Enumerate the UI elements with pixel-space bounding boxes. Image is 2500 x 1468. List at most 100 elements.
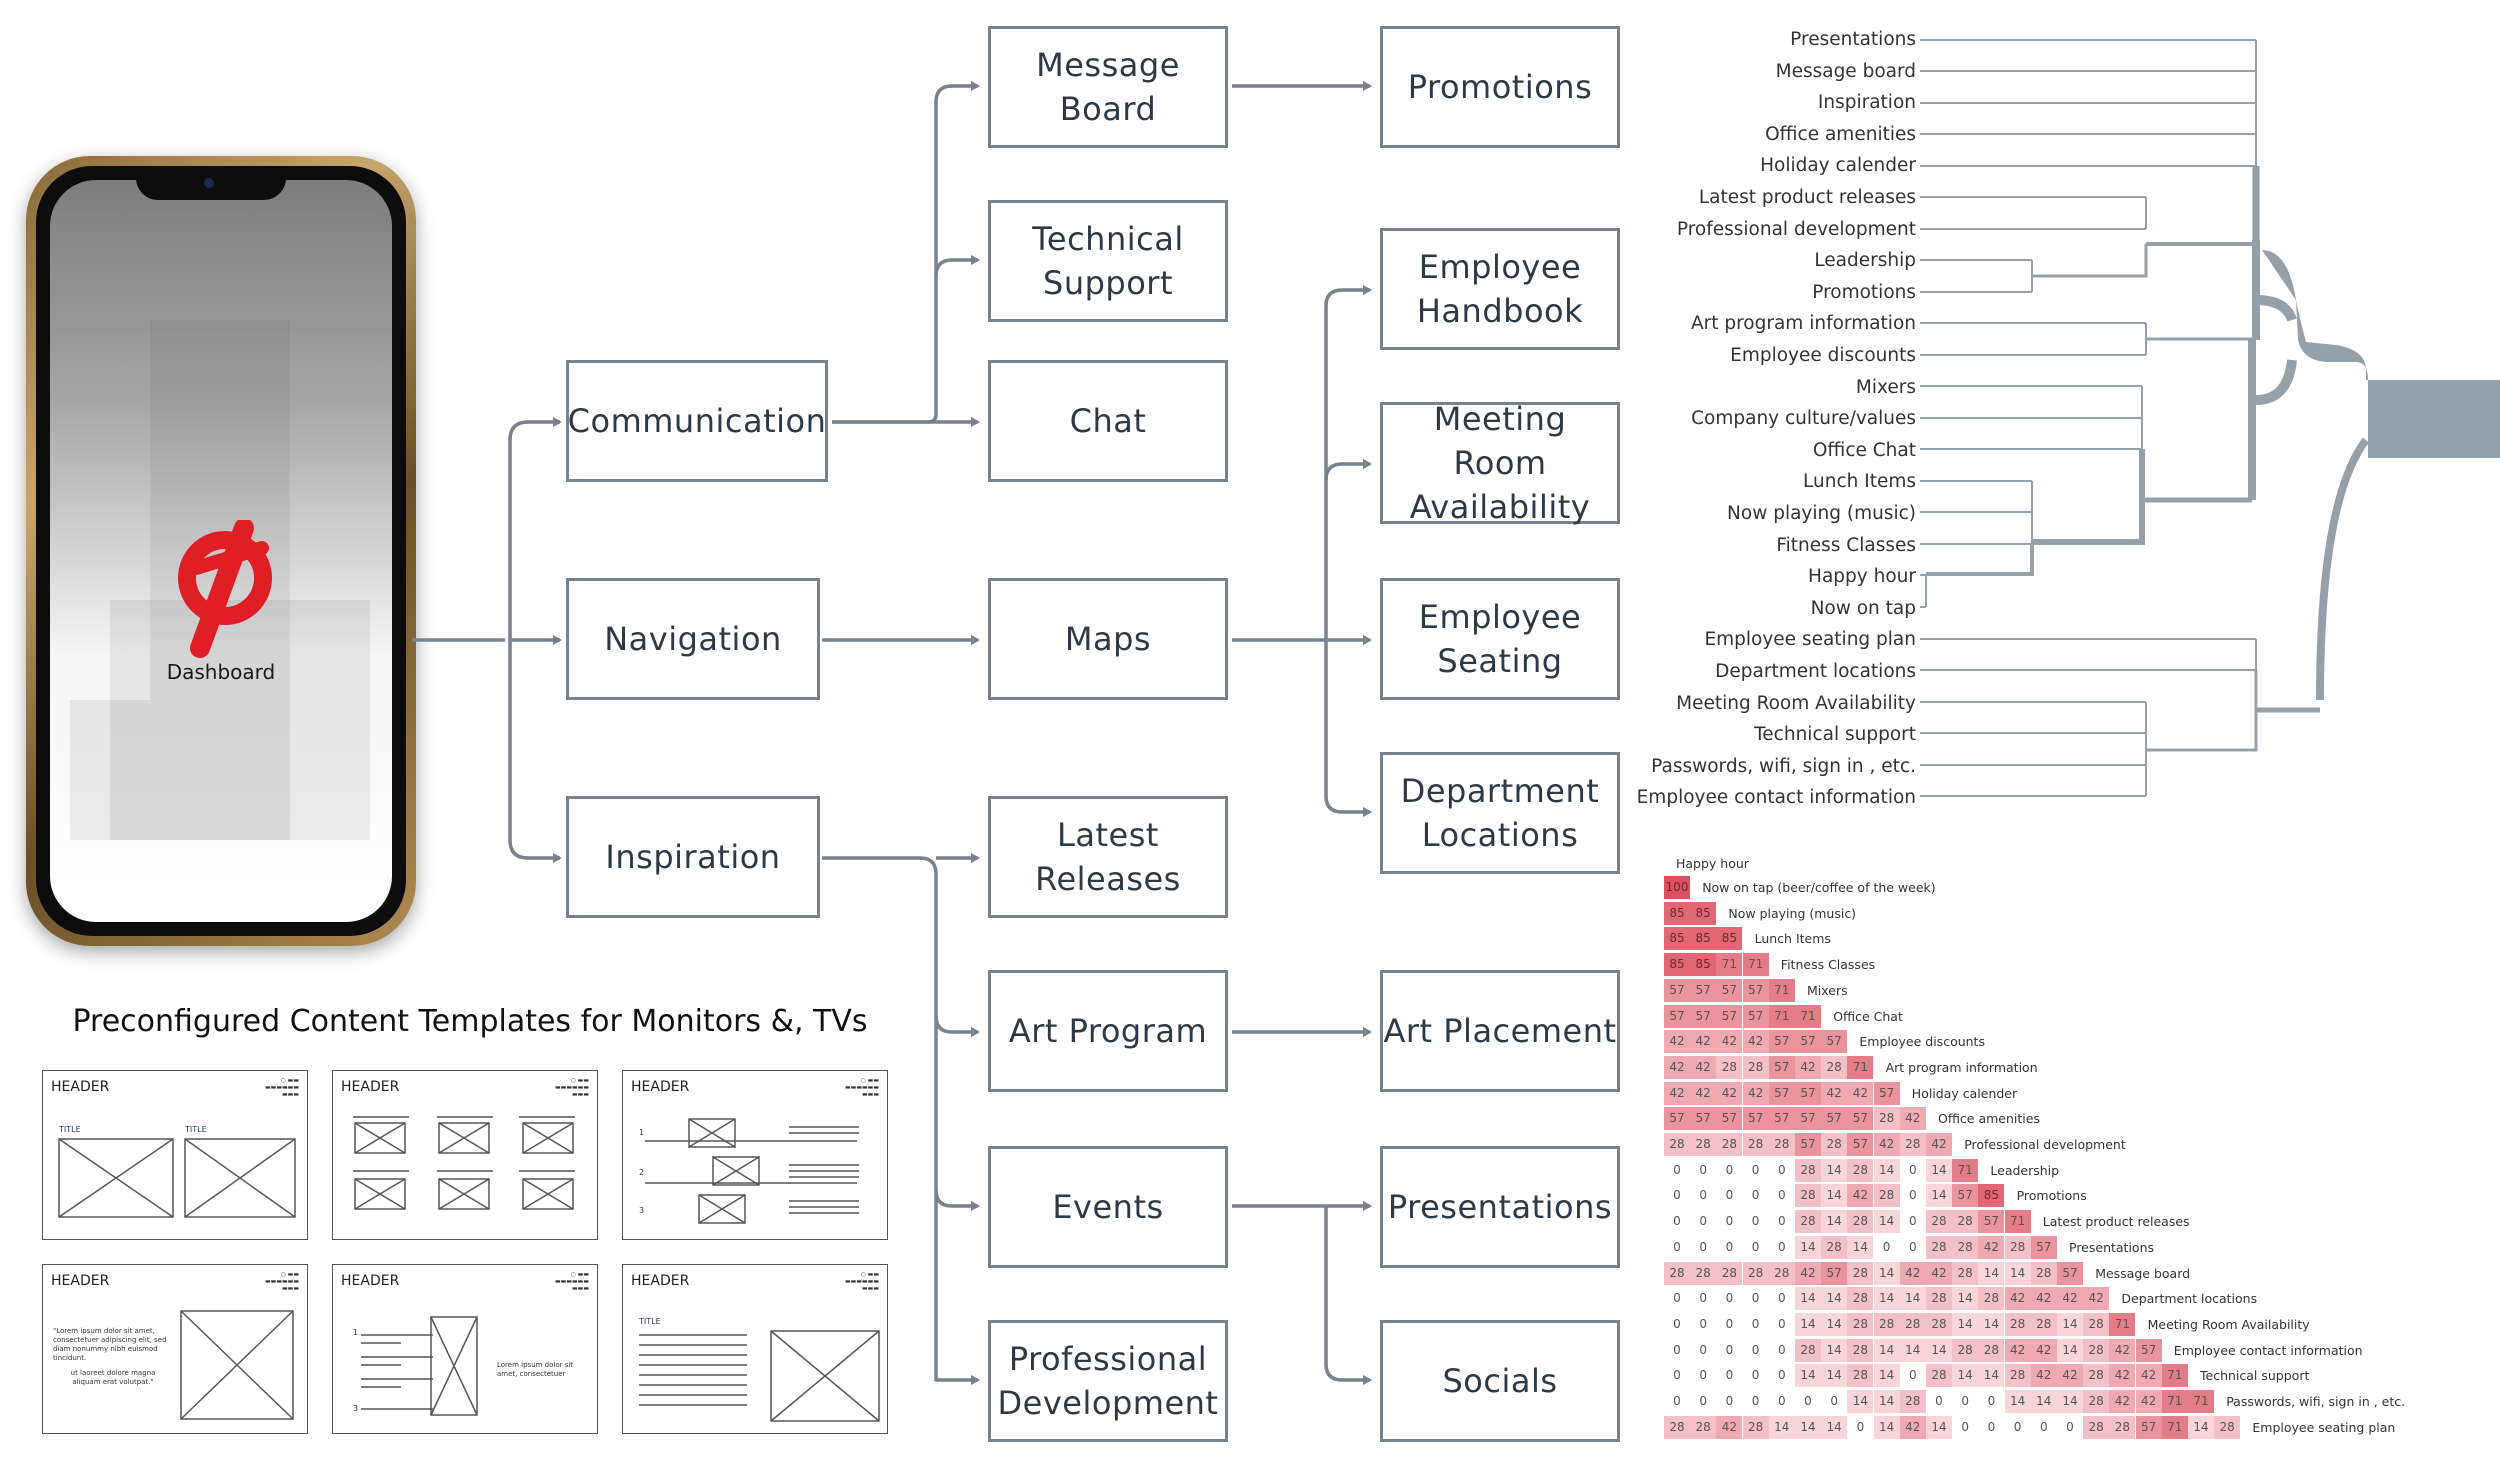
heatmap-cell: 14: [1952, 1287, 1979, 1311]
template-header: HEADER: [631, 1079, 690, 1095]
heatmap-cell: 85: [1690, 927, 1717, 951]
phone-bezel: Dashboard: [36, 166, 406, 936]
heatmap-cell: 28: [1742, 1133, 1769, 1156]
node-socials: Socials: [1380, 1320, 1620, 1442]
dendrogram-label: Employee contact information: [1636, 787, 1916, 809]
heatmap-cell: 57: [2135, 1338, 2162, 1362]
heatmap-cell: 14: [1821, 1210, 1848, 1234]
heatmap-cell: 28: [1847, 1158, 1874, 1182]
templates-title: Preconfigured Content Templates for Moni…: [72, 1004, 868, 1039]
numbered-list-icon: 1 2 3: [639, 1118, 859, 1224]
heatmap-cell: 28: [1795, 1158, 1821, 1182]
heatmap-cell: 0: [1690, 1338, 1717, 1362]
heatmap-cell: 42: [1899, 1261, 1926, 1285]
dendrogram-label: Promotions: [1812, 281, 1916, 303]
heatmap-cell: 0: [1978, 1390, 2005, 1413]
heatmap-cell: 0: [1742, 1390, 1769, 1413]
heatmap-cell: 14: [1926, 1158, 1952, 1182]
phone-screen: Dashboard: [50, 180, 392, 922]
heatmap-cell: 14: [1978, 1312, 2005, 1336]
heatmap-cell: 57: [1821, 1107, 1848, 1131]
heatmap-cell: 28: [1768, 1133, 1795, 1156]
template-card[interactable]: HEADER ○ ▬▬▬▬▬▬▬▬▬▬▬ "Lorem ipsum dolor …: [42, 1264, 308, 1434]
dendrogram-label: Company culture/values: [1691, 408, 1916, 430]
heatmap-cell: 57: [1742, 1004, 1769, 1028]
heatmap-cell: 0: [1768, 1338, 1795, 1362]
heatmap-cell: 0: [1742, 1235, 1769, 1259]
dendrogram-label: Leadership: [1814, 250, 1916, 272]
heatmap-cell: 28: [1847, 1364, 1874, 1388]
heatmap-cell: 42: [2057, 1287, 2083, 1311]
heatmap-cell: 0: [1716, 1158, 1743, 1182]
heatmap-cell: 28: [2004, 1312, 2031, 1336]
template-card[interactable]: HEADER ○ ▬▬▬▬▬▬▬▬▬▬▬ TITLE TITLE: [42, 1070, 308, 1240]
heatmap-cell: 28: [1899, 1390, 1926, 1413]
heatmap-cell: 0: [1690, 1210, 1717, 1234]
heatmap-cell: 14: [1952, 1312, 1979, 1336]
heatmap-cell: 28: [1847, 1261, 1874, 1285]
heatmap-cell: 0: [2030, 1415, 2057, 1439]
heatmap-cell: 42: [2109, 1364, 2136, 1388]
heatmap-cell: 71: [2004, 1210, 2031, 1234]
template-card[interactable]: HEADER ○ ▬▬▬▬▬▬▬▬▬▬▬ 1 2 3: [622, 1070, 888, 1240]
node-message-board: Message Board: [988, 26, 1228, 148]
heatmap-cell: 14: [1795, 1312, 1821, 1336]
heatmap-cell: 14: [1873, 1415, 1900, 1439]
dendrogram-label: Latest product releases: [1698, 187, 1916, 208]
dendrogram-label: Office amenities: [1765, 123, 1916, 145]
heatmap-cell: 0: [1742, 1338, 1769, 1362]
heatmap-cell: 0: [1899, 1158, 1926, 1182]
template-header: HEADER: [631, 1273, 690, 1289]
template-title-label: TITLE: [185, 1125, 207, 1134]
template-title-label: TITLE: [639, 1317, 661, 1326]
dendrogram-label: Employee seating plan: [1704, 629, 1916, 651]
dashboard-label[interactable]: Dashboard: [166, 660, 276, 684]
heatmap-cell: 0: [1716, 1184, 1743, 1208]
node-navigation: Navigation: [566, 578, 820, 700]
heatmap-cell: 42: [2109, 1338, 2136, 1362]
heatmap-row-label: Holiday calender: [1911, 1085, 2018, 1101]
template-lorem: "Lorem ipsum dolor sit amet, consectetue…: [53, 1327, 167, 1362]
heatmap-cell: 42: [2057, 1364, 2083, 1388]
heatmap-cell: 85: [1664, 953, 1690, 977]
node-department-locations: Department Locations: [1380, 752, 1620, 874]
heatmap-cell: 57: [1768, 1030, 1795, 1054]
heatmap-cell: 28: [1926, 1364, 1952, 1388]
heatmap-cell: 28: [1952, 1338, 1979, 1362]
node-professional-development: Professional Development: [988, 1320, 1228, 1442]
dendrogram-label: Professional development: [1676, 218, 1916, 240]
heatmap-cell: 0: [1690, 1364, 1717, 1388]
heatmap-cell: 0: [1690, 1312, 1717, 1336]
heatmap-cell: 14: [1795, 1287, 1821, 1311]
heatmap-cell: 0: [1716, 1210, 1743, 1234]
heatmap-cell: 28: [1716, 1055, 1743, 1079]
phone-mockup: Dashboard: [26, 156, 416, 946]
heatmap-row-label: Art program information: [1885, 1059, 2038, 1075]
heatmap-cell: 28: [1716, 1261, 1743, 1285]
heatmap-cell: 42: [1664, 1030, 1690, 1054]
heatmap-cell: 14: [1873, 1364, 1900, 1388]
heatmap-cell: 0: [1664, 1312, 1690, 1336]
template-card[interactable]: HEADER ○ ▬▬▬▬▬▬▬▬▬▬▬ TITLE: [622, 1264, 888, 1434]
template-card[interactable]: HEADER ○ ▬▬▬▬▬▬▬▬▬▬▬ 1 3 Lorem ipsum dol…: [332, 1264, 598, 1434]
heatmap-cell: 14: [1926, 1184, 1952, 1208]
heatmap-cell: 0: [1899, 1210, 1926, 1234]
heatmap-cell: 85: [1690, 901, 1717, 925]
heatmap-cell: 0: [1768, 1312, 1795, 1336]
heatmap-cell: 85: [1664, 927, 1690, 951]
heatmap-cell: 14: [1978, 1364, 2005, 1388]
heatmap-cell: 57: [1795, 1081, 1821, 1105]
node-events: Events: [988, 1146, 1228, 1268]
heatmap-cell: 85: [1664, 901, 1690, 925]
heatmap-cell: 0: [1768, 1158, 1795, 1182]
heatmap-cell: 57: [1664, 1004, 1690, 1028]
template-card[interactable]: HEADER ○ ▬▬▬▬▬▬▬▬▬▬▬: [332, 1070, 598, 1240]
node-chat: Chat: [988, 360, 1228, 482]
heatmap-cell: 14: [1952, 1364, 1979, 1388]
heatmap-cell: 42: [1899, 1107, 1926, 1131]
heatmap-cell: 14: [2030, 1390, 2057, 1413]
heatmap-cell: 42: [2030, 1364, 2057, 1388]
dendrogram-label: Lunch Items: [1803, 471, 1916, 493]
heatmap-cell: 0: [1690, 1287, 1717, 1311]
dendrogram-label: Message board: [1775, 60, 1916, 82]
